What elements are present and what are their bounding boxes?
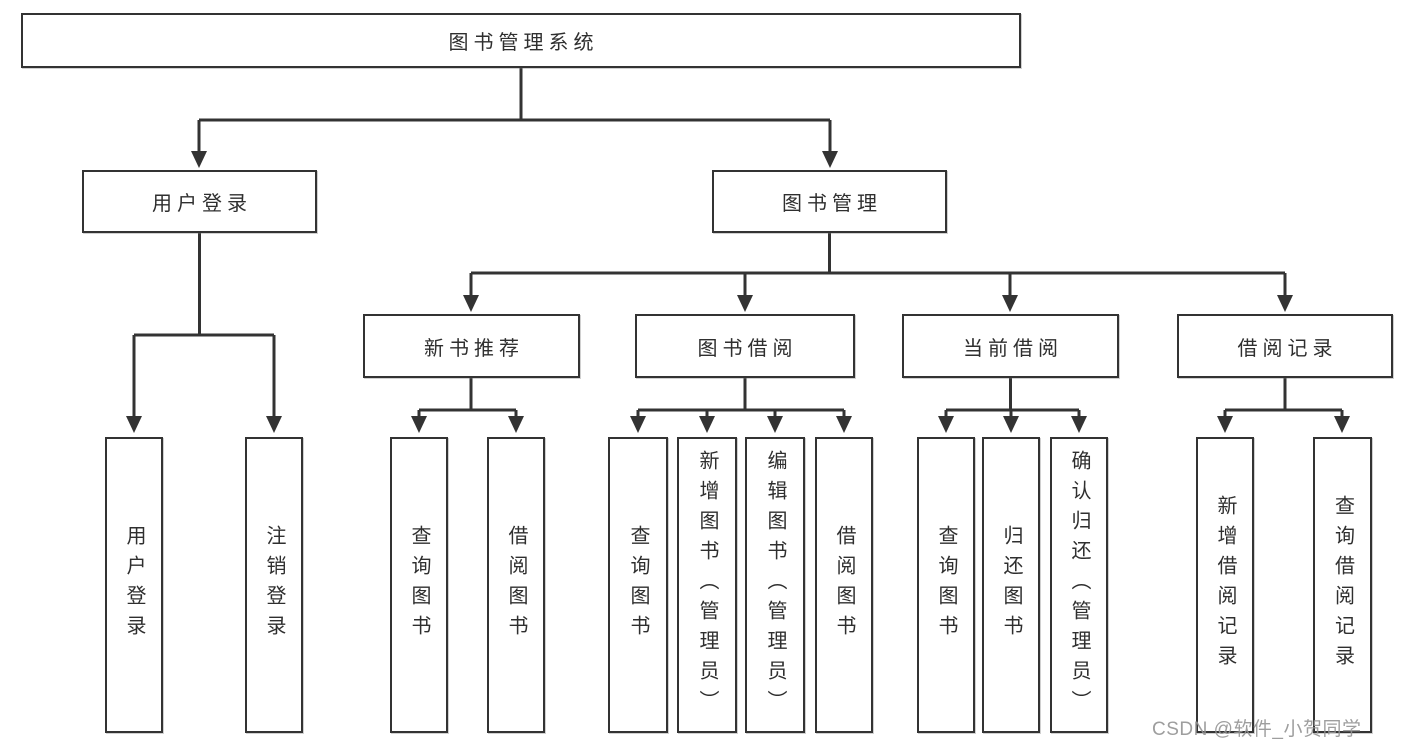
csdn-watermark: CSDN @软件_小贺同学 — [1152, 719, 1362, 740]
node-root-library-system: 图书管理系统 — [21, 13, 1021, 68]
leaf-user-login: 用户登录 — [105, 437, 163, 733]
leaf-logout: 注销登录 — [245, 437, 303, 733]
connector-current-borrow-to-leaves — [938, 378, 1087, 433]
node-borrow-records-label: 借阅记录 — [1237, 337, 1338, 360]
node-new-book-recommend-label: 新书推荐 — [424, 337, 524, 360]
leaf-add-borrow-record-label: 新增借阅记录 — [1214, 495, 1236, 675]
leaf-confirm-return-admin-label: 确认归还（管理员） — [1068, 450, 1090, 720]
node-book-management: 图书管理 — [712, 170, 947, 233]
leaf-borrow-books: 借阅图书 — [815, 437, 873, 733]
leaf-borrow-books-recommend-label: 借阅图书 — [505, 525, 527, 645]
connector-new-book-to-leaves — [411, 378, 524, 433]
node-new-book-recommend: 新书推荐 — [363, 314, 580, 378]
leaf-borrow-books-label: 借阅图书 — [833, 525, 855, 645]
leaf-borrow-books-recommend: 借阅图书 — [487, 437, 545, 733]
leaf-edit-books-admin-label: 编辑图书（管理员） — [764, 450, 786, 720]
leaf-query-books-borrow-label: 查询图书 — [627, 525, 649, 645]
node-user-login: 用户登录 — [82, 170, 317, 233]
leaf-query-books-current: 查询图书 — [917, 437, 975, 733]
leaf-query-borrow-record-label: 查询借阅记录 — [1331, 495, 1354, 675]
connector-borrow-records-to-leaves — [1217, 378, 1350, 433]
node-borrow-records: 借阅记录 — [1177, 314, 1393, 378]
node-root-label: 图书管理系统 — [448, 32, 599, 54]
connector-book-borrow-to-leaves — [630, 378, 852, 433]
node-book-borrow: 图书借阅 — [635, 314, 855, 378]
connector-user-login-to-leaves — [126, 233, 282, 433]
leaf-add-borrow-record: 新增借阅记录 — [1196, 437, 1254, 733]
leaf-query-books-borrow: 查询图书 — [608, 437, 668, 733]
leaf-confirm-return-admin: 确认归还（管理员） — [1050, 437, 1108, 733]
leaf-query-books-recommend: 查询图书 — [390, 437, 448, 733]
node-current-borrow-label: 当前借阅 — [963, 337, 1063, 360]
node-user-login-label: 用户登录 — [152, 193, 252, 215]
node-book-borrow-label: 图书借阅 — [697, 337, 798, 360]
leaf-query-books-recommend-label: 查询图书 — [408, 525, 430, 645]
node-current-borrow: 当前借阅 — [902, 314, 1119, 378]
leaf-add-books-admin: 新增图书（管理员） — [677, 437, 737, 733]
node-book-management-label: 图书管理 — [782, 193, 882, 215]
leaf-return-books: 归还图书 — [982, 437, 1040, 733]
connector-book-management-to-level3 — [463, 233, 1293, 312]
leaf-query-books-current-label: 查询图书 — [935, 525, 957, 645]
leaf-add-books-admin-label: 新增图书（管理员） — [696, 450, 718, 720]
leaf-user-login-label: 用户登录 — [123, 525, 145, 645]
leaf-edit-books-admin: 编辑图书（管理员） — [745, 437, 805, 733]
leaf-return-books-label: 归还图书 — [1000, 525, 1022, 645]
connector-root-to-level2 — [191, 68, 838, 168]
leaf-query-borrow-record: 查询借阅记录 — [1313, 437, 1372, 733]
leaf-logout-label: 注销登录 — [263, 525, 285, 645]
